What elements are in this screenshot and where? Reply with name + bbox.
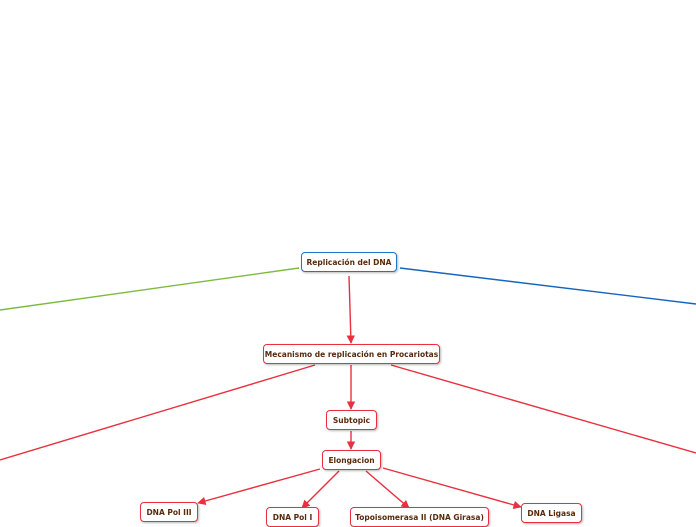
- node-topoisomerasa-label: Topoisomerasa II (DNA Girasa): [355, 512, 484, 522]
- connector-root-right: [399, 267, 696, 305]
- connector-elongacion-polIII: [197, 468, 321, 506]
- node-subtopic[interactable]: Subtopic: [326, 410, 377, 430]
- node-topoisomerasa[interactable]: Topoisomerasa II (DNA Girasa): [350, 507, 489, 527]
- node-dna-pol-i[interactable]: DNA Pol I: [266, 507, 319, 527]
- connector-root-mecanismo: [346, 275, 355, 344]
- node-mecanismo-label: Mecanismo de replicación en Procariotas: [264, 349, 439, 359]
- node-subtopic-label: Subtopic: [332, 415, 371, 425]
- node-dna-pol-i-label: DNA Pol I: [272, 512, 313, 522]
- root-node-label: Replicación del DNA: [306, 257, 392, 267]
- node-dna-pol-iii[interactable]: DNA Pol III: [140, 502, 198, 522]
- node-mecanismo[interactable]: Mecanismo de replicación en Procariotas: [263, 344, 440, 364]
- node-dna-ligasa-label: DNA Ligasa: [527, 508, 576, 518]
- connector-mecanismo-left: [0, 364, 316, 461]
- connector-elongacion-ligasa: [382, 467, 522, 509]
- connector-elongacion-polI: [301, 470, 340, 509]
- connector-root-left: [0, 267, 300, 311]
- connector-elongacion-topo: [365, 470, 410, 509]
- node-elongacion[interactable]: Elongacion: [322, 450, 381, 470]
- connector-mecanismo-right: [390, 364, 696, 454]
- node-elongacion-label: Elongacion: [328, 455, 375, 465]
- node-dna-ligasa[interactable]: DNA Ligasa: [521, 503, 582, 523]
- node-dna-pol-iii-label: DNA Pol III: [146, 507, 192, 517]
- root-node[interactable]: Replicación del DNA: [301, 252, 397, 272]
